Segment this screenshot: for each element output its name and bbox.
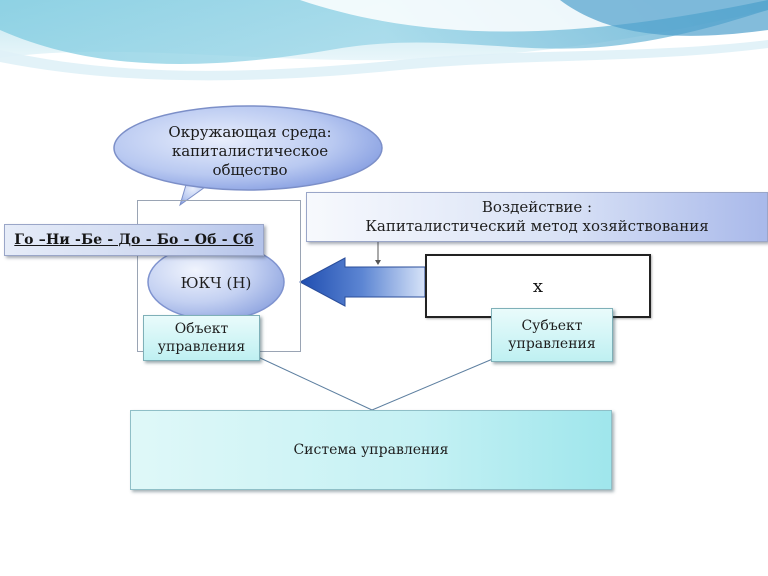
environment-line-2: капиталистическое [171, 141, 329, 160]
impact-method: Капиталистический метод хозяйствования [365, 217, 709, 235]
connector-object [257, 356, 373, 411]
environment-line-1: Окружающая среда: [168, 122, 332, 141]
environment-bubble: Окружающая среда: капиталистическое обще… [150, 116, 350, 186]
subject-box: Субъект управления [491, 308, 613, 362]
impact-title: Воздействие : [481, 198, 593, 216]
object-line-1: Объект [174, 321, 229, 337]
chain-label: Го –Ни -Бе - До - Бо - Об - Сб [4, 224, 264, 256]
object-box: Объект управления [143, 315, 260, 361]
yk-ellipse-label: ЮКЧ (Н) [180, 274, 252, 292]
impact-box: Воздействие : Капиталистический метод хо… [306, 192, 768, 242]
subject-line-2: управления [508, 336, 596, 352]
environment-line-3: общество [212, 160, 288, 179]
environment-cloud [113, 105, 383, 207]
object-line-2: управления [157, 339, 246, 355]
left-arrow [298, 257, 426, 307]
subject-line-1: Субъект [521, 318, 583, 334]
system-box: Система управления [130, 410, 612, 490]
connector-subject [371, 357, 496, 411]
